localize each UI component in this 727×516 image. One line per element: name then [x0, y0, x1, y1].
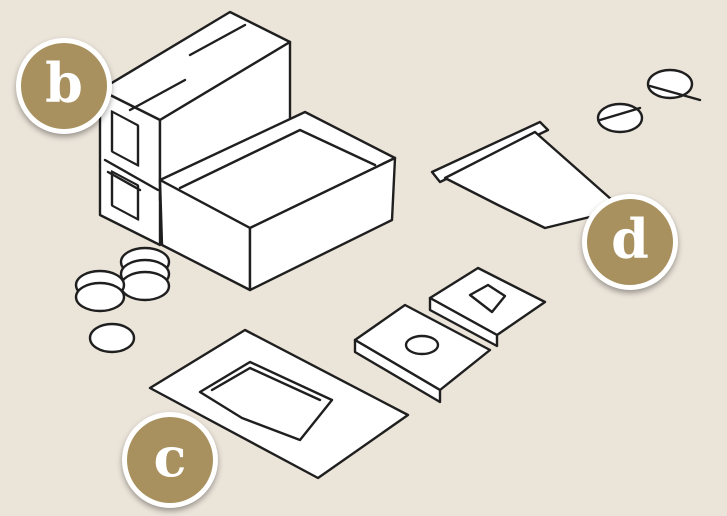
label-b-text: b: [45, 56, 83, 110]
small-tokens-illustration: [598, 70, 700, 132]
label-d-text: d: [611, 212, 649, 266]
label-badge-d: d: [582, 194, 678, 290]
label-badge-b: b: [16, 38, 112, 134]
cards-illustration: [355, 268, 545, 402]
label-badge-c: c: [122, 412, 218, 508]
coin-stacks-illustration: [76, 248, 169, 352]
banner-illustration: [432, 122, 612, 228]
label-c-text: c: [154, 430, 187, 484]
